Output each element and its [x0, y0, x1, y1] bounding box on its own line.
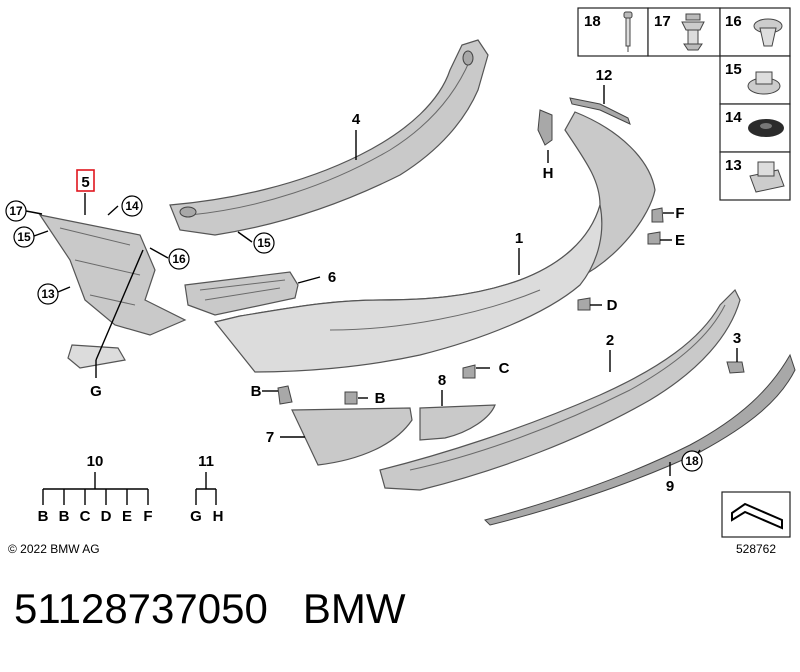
callout-F: F: [675, 205, 684, 222]
part-8-trim: [419, 404, 496, 441]
part-1-bumper-cover: [213, 111, 656, 373]
clip-F: [651, 207, 664, 223]
group-10-child-3: C: [80, 508, 91, 525]
part-9-lower-trim: [484, 353, 796, 526]
callout-4: 4: [352, 111, 361, 128]
callout-6: 6: [328, 269, 336, 286]
exploded-parts-diagram: 4 12 1 2 3 9 6 7 8 H F E D C B B G 5 17 …: [5, 7, 796, 556]
table-label-18: 18: [584, 13, 601, 30]
footer-part-info: 51128737050 BMW: [14, 585, 406, 633]
diagram-id: 528762: [736, 542, 776, 556]
part-3-reflector: [726, 361, 745, 374]
circled-callouts: 17 15 14 16 13 15 18: [5, 195, 703, 472]
callout-3: 3: [733, 330, 741, 347]
callout-labels: 4 12 1 2 3 9 6 7 8 H F E D C B B G 5: [76, 67, 741, 495]
circled-16: 16: [172, 252, 186, 266]
circled-15-b: 15: [257, 236, 271, 250]
highlight-box: [76, 169, 95, 192]
part-6-bracket: [184, 271, 299, 316]
circled-15-a: 15: [17, 230, 31, 244]
callout-9: 9: [666, 478, 674, 495]
spring-clip-13-icon: [749, 161, 785, 193]
callout-E: E: [675, 232, 685, 249]
orientation-icon: 528762: [721, 491, 791, 556]
group-10-child-6: F: [143, 508, 152, 525]
part-7-trim: [291, 407, 413, 466]
group-10-label: 10: [87, 453, 104, 470]
screw-clip-17-icon: [681, 13, 705, 51]
group-10-tree: 10 B B C D E F: [38, 453, 153, 525]
group-11-label: 11: [198, 453, 214, 470]
group-10-child-5: E: [122, 508, 132, 525]
clip-C: [462, 364, 476, 379]
brand-name: BMW: [302, 585, 406, 632]
circled-13: 13: [41, 287, 55, 301]
table-label-16: 16: [725, 13, 742, 30]
table-label-13: 13: [725, 157, 742, 174]
group-10-child-2: B: [59, 508, 70, 525]
callout-12: 12: [596, 67, 613, 84]
callout-B-1: B: [251, 383, 262, 400]
table-label-15: 15: [725, 61, 742, 78]
clip-E: [647, 231, 661, 245]
callout-C: C: [499, 360, 510, 377]
part-number: 51128737050: [14, 585, 268, 632]
group-10-child-1: B: [38, 508, 49, 525]
part-5-bracket: [38, 214, 187, 369]
clip-B1: [277, 385, 293, 405]
nut-clip-16-icon: [753, 18, 783, 47]
part-12-strip: [569, 97, 631, 125]
circled-17: 17: [9, 204, 23, 218]
callout-G: G: [90, 383, 102, 400]
clip-H: [537, 109, 553, 146]
fastener-table: 18 17 16 15 14 13: [577, 7, 791, 201]
callout-B-2: B: [375, 390, 386, 407]
callout-1: 1: [515, 230, 523, 247]
group-10-child-4: D: [101, 508, 112, 525]
callout-H: H: [543, 165, 554, 182]
rivet-18-icon: [623, 11, 633, 52]
clip-D: [577, 297, 591, 311]
nut-15-icon: [747, 71, 781, 95]
copyright: © 2022 BMW AG: [8, 542, 100, 556]
group-11-child-1: G: [190, 508, 202, 525]
callout-5-highlighted: 5: [81, 174, 89, 191]
group-11-child-2: H: [213, 508, 224, 525]
part-4-carrier: [169, 39, 489, 236]
callout-8: 8: [438, 372, 446, 389]
table-label-14: 14: [725, 109, 742, 126]
circled-14: 14: [125, 199, 139, 213]
table-label-17: 17: [654, 13, 671, 30]
callout-7: 7: [266, 429, 274, 446]
circled-18: 18: [685, 454, 699, 468]
leader-lines: [25, 85, 738, 476]
clip-B2: [344, 391, 358, 405]
callout-D: D: [607, 297, 618, 314]
part-2-diffuser: [379, 288, 741, 491]
washer-14-icon: [748, 119, 784, 137]
group-11-tree: 11 G H: [190, 453, 223, 525]
callout-2: 2: [606, 332, 614, 349]
